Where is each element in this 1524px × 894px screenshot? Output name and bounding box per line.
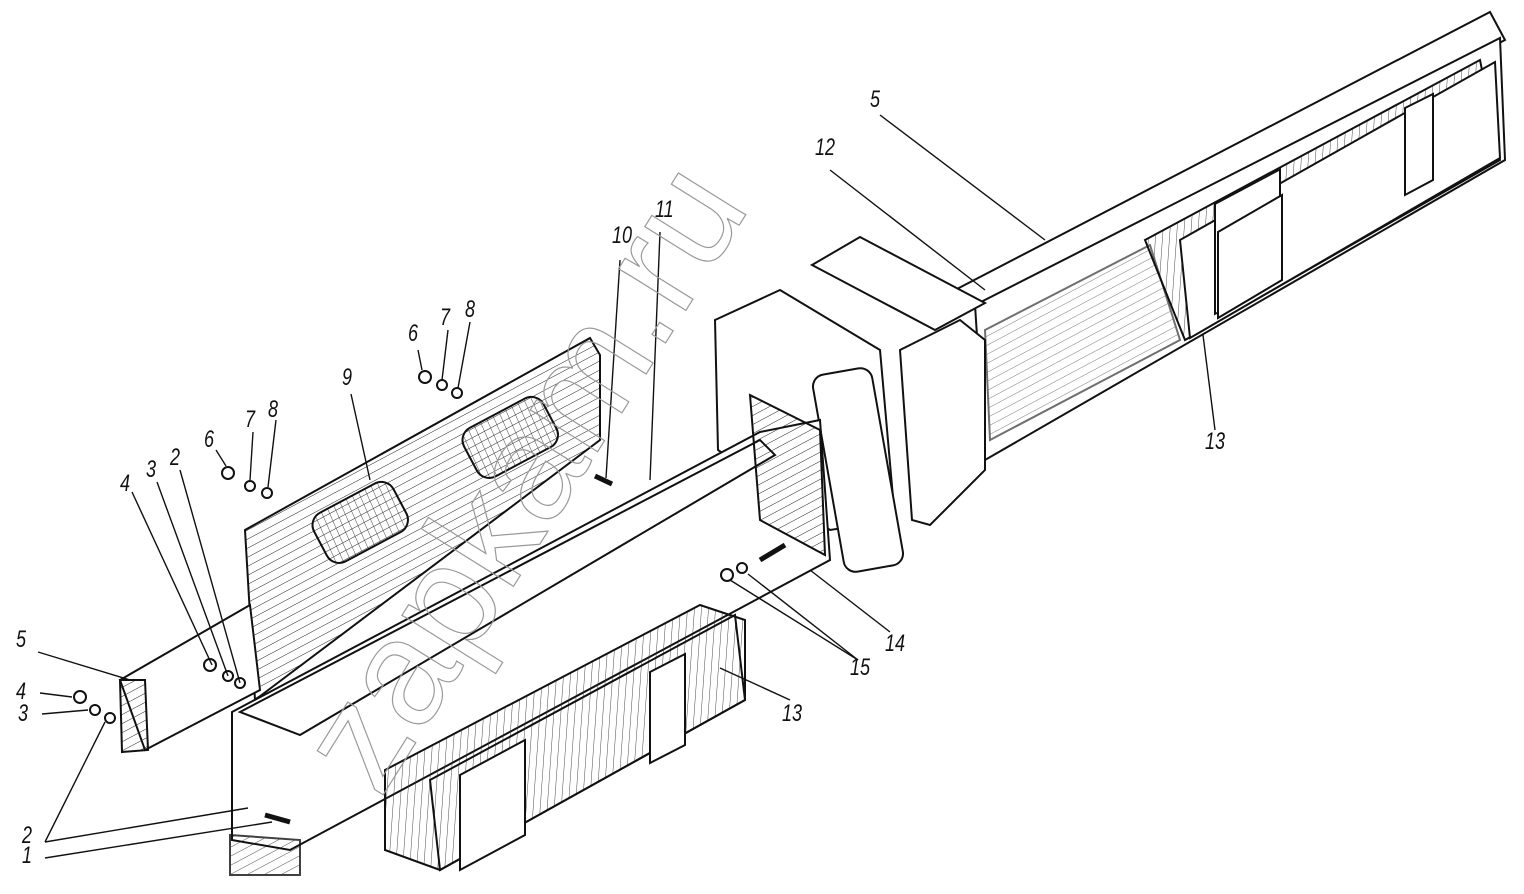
callout-7: 7 bbox=[440, 304, 451, 331]
callout-13: 13 bbox=[782, 700, 803, 727]
callout-3: 3 bbox=[18, 700, 29, 727]
rear-lamp-left bbox=[384, 603, 747, 872]
callout-5: 5 bbox=[870, 86, 881, 113]
callout-2: 2 bbox=[170, 444, 181, 471]
callout-12: 12 bbox=[815, 134, 836, 161]
callout-7: 7 bbox=[245, 406, 256, 433]
callout-9: 9 bbox=[342, 364, 353, 391]
fasteners bbox=[73, 370, 787, 825]
callout-8: 8 bbox=[465, 296, 476, 323]
callout-15: 15 bbox=[850, 654, 871, 681]
mounting-plate bbox=[243, 336, 601, 702]
callout-5: 5 bbox=[16, 626, 27, 653]
callout-3: 3 bbox=[146, 456, 157, 483]
rear-bumper-beam bbox=[229, 393, 832, 876]
callout-4: 4 bbox=[120, 470, 131, 497]
frame-side-member-left bbox=[118, 603, 262, 754]
callout-8: 8 bbox=[268, 396, 279, 423]
rear-lamp-right bbox=[1143, 58, 1502, 342]
callout-1: 1 bbox=[22, 842, 33, 869]
callout-11: 11 bbox=[655, 196, 674, 223]
leader-lines bbox=[37, 114, 1216, 859]
callout-14: 14 bbox=[885, 630, 906, 657]
callout-4: 4 bbox=[16, 678, 27, 705]
callout-10: 10 bbox=[612, 222, 633, 249]
callout-6: 6 bbox=[204, 426, 215, 453]
callout-2: 2 bbox=[22, 822, 33, 849]
callout-6: 6 bbox=[408, 320, 419, 347]
callout-13: 13 bbox=[1205, 428, 1226, 455]
